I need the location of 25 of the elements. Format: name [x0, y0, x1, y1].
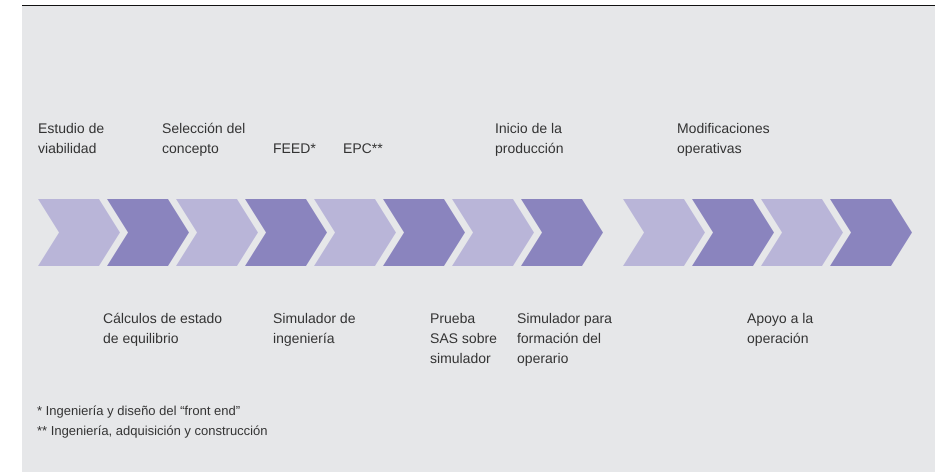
- tool-label: Simulador de ingeniería: [273, 309, 356, 348]
- chevron-block: [107, 199, 189, 266]
- chevron-block: [176, 199, 258, 266]
- phase-label: Modificaciones operativas: [677, 119, 771, 158]
- chevron-block: [692, 199, 774, 266]
- chevron-block: [830, 199, 912, 266]
- phase-label: Estudio de viabilidad: [38, 119, 106, 158]
- chevron-block: [623, 199, 705, 266]
- tool-label: Cálculos de estado de equilibrio: [103, 309, 224, 348]
- chevron-block: [383, 199, 465, 266]
- chevron-block: [521, 199, 603, 266]
- chevron-block: [245, 199, 327, 266]
- chevron-block: [452, 199, 534, 266]
- phase-label: Selección del concepto: [162, 119, 246, 158]
- phase-label: EPC**: [343, 139, 384, 158]
- tool-label: Simulador para formación del operario: [517, 309, 613, 368]
- phase-label: FEED*: [273, 139, 317, 158]
- phase-label: Inicio de la producción: [495, 119, 564, 158]
- tool-label: Prueba SAS sobre simulador: [430, 309, 498, 368]
- footnote: ** Ingeniería, adquisición y construcción: [37, 422, 269, 440]
- chevron-block: [314, 199, 396, 266]
- footnote: * Ingeniería y diseño del “front end”: [37, 402, 242, 420]
- chevron-block: [761, 199, 843, 266]
- chevron-block: [38, 199, 120, 266]
- tool-label: Apoyo a la operación: [747, 309, 814, 348]
